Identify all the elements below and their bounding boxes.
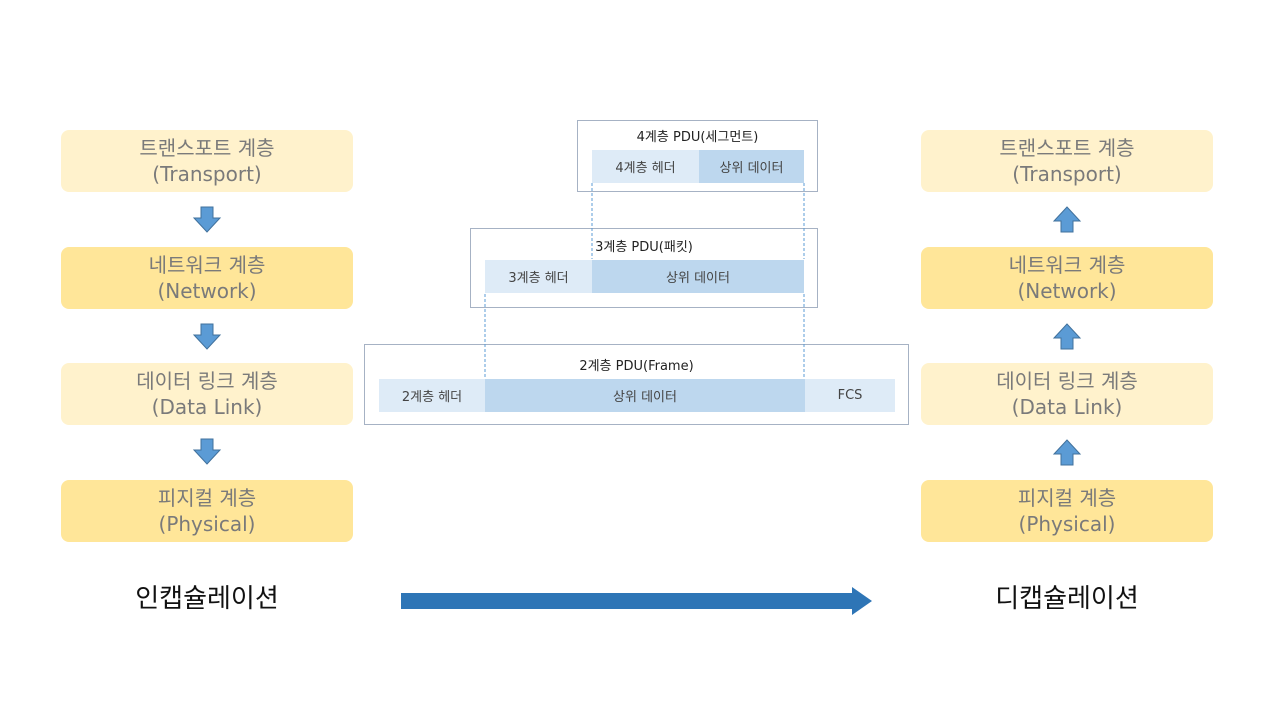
pdu3-data: 상위 데이터: [592, 260, 804, 293]
layer-name: 피지컬 계층: [157, 486, 257, 510]
layer-name: 네트워크 계층: [1008, 253, 1126, 277]
layer-name: 데이터 링크 계층: [136, 369, 278, 393]
layer-name: 네트워크 계층: [148, 253, 266, 277]
layer-sub: (Physical): [158, 512, 256, 536]
left-transport-layer: 트랜스포트 계층 (Transport): [61, 130, 353, 192]
layer-name: 트랜스포트 계층: [139, 136, 275, 160]
pdu4-box: 4계층 PDU(세그먼트) 4계층 헤더 상위 데이터: [577, 120, 818, 192]
layer-sub: (Data Link): [1011, 395, 1123, 419]
pdu2-data: 상위 데이터: [485, 379, 805, 412]
pdu2-header: 2계층 헤더: [379, 379, 485, 412]
pdu4-title: 4계층 PDU(세그먼트): [636, 130, 759, 145]
layer-sub: (Network): [1017, 279, 1117, 303]
arrow-up-icon: [1052, 323, 1082, 350]
right-physical-layer: 피지컬 계층 (Physical): [921, 480, 1213, 542]
pdu4-header: 4계층 헤더: [592, 150, 699, 183]
decapsulation-caption: 디캡슐레이션: [995, 584, 1139, 614]
arrow-down-icon: [192, 438, 222, 465]
flow-arrow-icon: [401, 587, 872, 615]
layer-sub: (Transport): [1012, 162, 1122, 186]
layer-sub: (Physical): [1018, 512, 1116, 536]
layer-sub: (Transport): [152, 162, 262, 186]
layer-name: 트랜스포트 계층: [999, 136, 1135, 160]
pdu4-data: 상위 데이터: [699, 150, 804, 183]
pdu3-title: 3계층 PDU(패킷): [595, 240, 693, 255]
arrow-up-icon: [1052, 439, 1082, 466]
right-datalink-layer: 데이터 링크 계층 (Data Link): [921, 363, 1213, 425]
layer-sub: (Network): [157, 279, 257, 303]
pdu2-title: 2계층 PDU(Frame): [579, 359, 694, 374]
layer-name: 데이터 링크 계층: [996, 369, 1138, 393]
arrow-up-icon: [1052, 206, 1082, 233]
pdu2-box: 2계층 PDU(Frame) 2계층 헤더 상위 데이터 FCS: [364, 344, 909, 425]
pdu3-box: 3계층 PDU(패킷) 3계층 헤더 상위 데이터: [470, 228, 818, 308]
left-physical-layer: 피지컬 계층 (Physical): [61, 480, 353, 542]
layer-sub: (Data Link): [151, 395, 263, 419]
pdu2-fcs: FCS: [805, 379, 895, 412]
pdu3-header: 3계층 헤더: [485, 260, 592, 293]
arrow-down-icon: [192, 323, 222, 350]
left-datalink-layer: 데이터 링크 계층 (Data Link): [61, 363, 353, 425]
layer-name: 피지컬 계층: [1017, 486, 1117, 510]
encapsulation-caption: 인캡슐레이션: [135, 584, 279, 614]
right-transport-layer: 트랜스포트 계층 (Transport): [921, 130, 1213, 192]
left-network-layer: 네트워크 계층 (Network): [61, 247, 353, 309]
arrow-down-icon: [192, 206, 222, 233]
right-network-layer: 네트워크 계층 (Network): [921, 247, 1213, 309]
